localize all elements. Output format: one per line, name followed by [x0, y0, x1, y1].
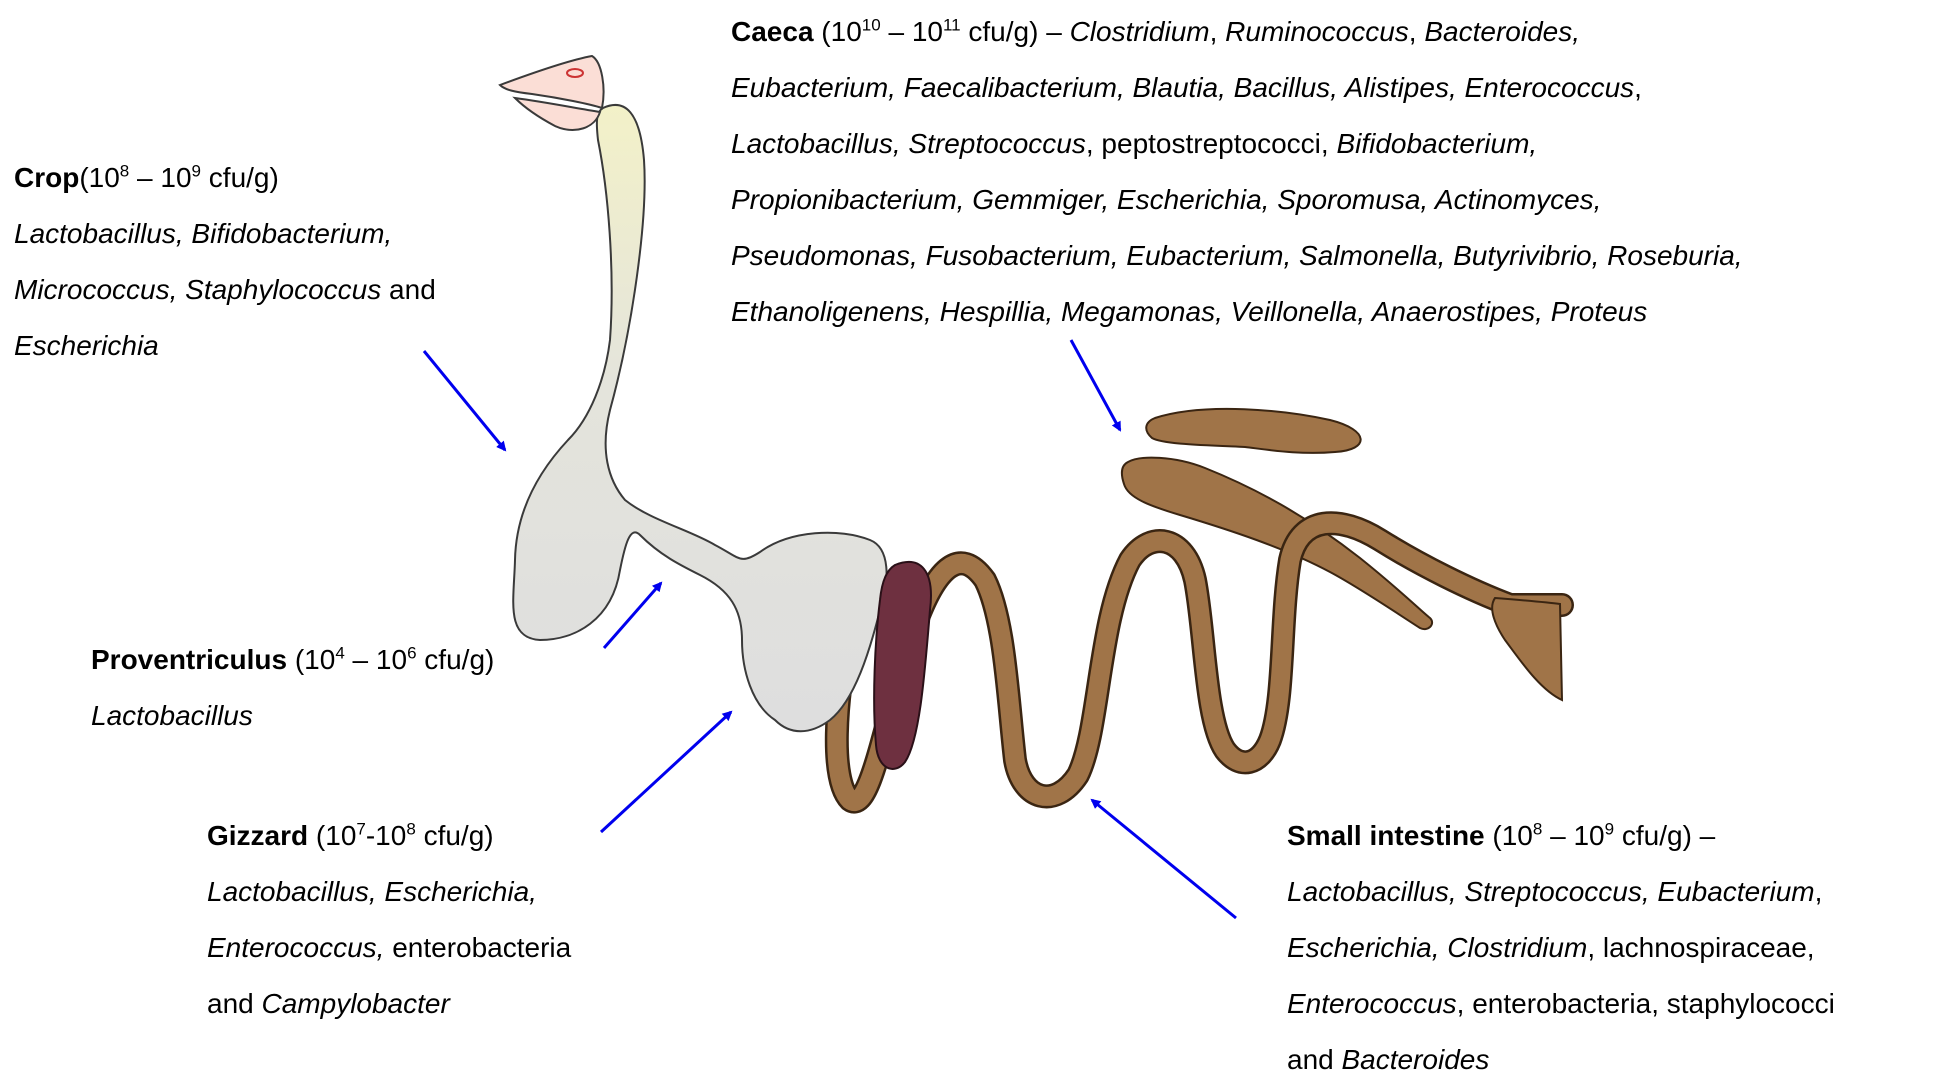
- small-intestine-name: Small intestine: [1287, 820, 1485, 851]
- crop-genera-1: Lactobacillus, Bifidobacterium,: [14, 218, 392, 249]
- small-intestine-exp-b: 9: [1605, 820, 1614, 839]
- caeca-genera-3b: , peptostreptococci,: [1086, 128, 1337, 159]
- spleen-shape: [874, 562, 931, 769]
- caeca-genera-4: Propionibacterium, Gemmiger, Escherichia…: [731, 184, 1601, 215]
- gizzard-name: Gizzard: [207, 820, 308, 851]
- crop-genera-2: Micrococcus, Staphylococcus: [14, 274, 381, 305]
- caeca-sep-2: ,: [1409, 16, 1425, 47]
- caeca-count-post: cfu/g) –: [961, 16, 1070, 47]
- caeca-genera-2: Eubacterium, Faecalibacterium, Blautia, …: [731, 72, 1634, 103]
- small-intestine-genera-4b: Bacteroides: [1342, 1044, 1490, 1075]
- crop-exp-b: 9: [192, 162, 201, 181]
- gizzard-genera-3b: Campylobacter: [262, 988, 450, 1019]
- caeca-sep-3: ,: [1634, 72, 1642, 103]
- proventriculus-name: Proventriculus: [91, 644, 287, 675]
- gizzard-exp-b: 8: [406, 820, 415, 839]
- gizzard-arrow: [601, 712, 731, 832]
- proventriculus-count-post: cfu/g): [417, 644, 495, 675]
- small-intestine-genera-2b: , lachnospiraceae,: [1587, 932, 1814, 963]
- caeca-genera-6: Ethanoligenens, Hespillia, Megamonas, Ve…: [731, 296, 1647, 327]
- gizzard-genera-2: Enterococcus,: [207, 932, 384, 963]
- small-intestine-genera-2: Escherichia, Clostridium: [1287, 932, 1587, 963]
- caeca-genus-1: Clostridium: [1070, 16, 1210, 47]
- caeca-genera-3: Lactobacillus, Streptococcus: [731, 128, 1086, 159]
- gizzard-count-post: cfu/g): [416, 820, 494, 851]
- crop-count-post: cfu/g): [201, 162, 279, 193]
- caeca-count-mid: – 10: [881, 16, 943, 47]
- gizzard-genera-2b: enterobacteria: [384, 932, 571, 963]
- caeca-name: Caeca: [731, 16, 814, 47]
- crop-count: (10: [79, 162, 119, 193]
- crop-arrow: [424, 351, 505, 450]
- caeca-genus-3: Bacteroides,: [1424, 16, 1580, 47]
- caeca-genera-5: Pseudomonas, Fusobacterium, Eubacterium,…: [731, 240, 1743, 271]
- crop-genera-2b: and: [381, 274, 436, 305]
- gizzard-exp-a: 7: [356, 820, 365, 839]
- crop-name: Crop: [14, 162, 79, 193]
- gizzard-label: Gizzard (107-108 cfu/g) Lactobacillus, E…: [207, 808, 571, 1032]
- proventriculus-exp-b: 6: [407, 644, 416, 663]
- crop-genera-3: Escherichia: [14, 330, 159, 361]
- small-intestine-arrow: [1092, 800, 1236, 918]
- caeca-arrow: [1071, 340, 1120, 430]
- small-intestine-sep-1: ,: [1815, 876, 1823, 907]
- proventriculus-count-mid: – 10: [345, 644, 407, 675]
- cloaca-shape: [1492, 598, 1562, 700]
- crop-label: Crop(108 – 109 cfu/g) Lactobacillus, Bif…: [14, 150, 436, 374]
- caeca-sep-1: ,: [1210, 16, 1226, 47]
- caeca-exp-a: 10: [862, 16, 881, 35]
- caeca-exp-b: 11: [943, 16, 961, 35]
- small-intestine-count-mid: – 10: [1542, 820, 1604, 851]
- caeca-genus-2: Ruminococcus: [1225, 16, 1409, 47]
- proventriculus-label: Proventriculus (104 – 106 cfu/g) Lactoba…: [91, 632, 494, 744]
- proventriculus-exp-a: 4: [335, 644, 344, 663]
- gizzard-count: (10: [308, 820, 356, 851]
- small-intestine-genera-1: Lactobacillus, Streptococcus, Eubacteriu…: [1287, 876, 1815, 907]
- gizzard-count-mid: -10: [366, 820, 406, 851]
- caeca-genera-3c: Bifidobacterium,: [1336, 128, 1537, 159]
- proventriculus-genera: Lactobacillus: [91, 700, 253, 731]
- gizzard-genera-1: Lactobacillus, Escherichia,: [207, 876, 537, 907]
- crop-count-mid: – 10: [129, 162, 191, 193]
- crop-exp-a: 8: [120, 162, 129, 181]
- small-intestine-genera-3: Enterococcus: [1287, 988, 1457, 1019]
- gizzard-genera-3a: and: [207, 988, 262, 1019]
- small-intestine-count-post: cfu/g) –: [1614, 820, 1715, 851]
- small-intestine-exp-a: 8: [1533, 820, 1542, 839]
- beak-shape: [500, 56, 604, 130]
- caeca-label: Caeca (1010 – 1011 cfu/g) – Clostridium,…: [731, 4, 1743, 340]
- small-intestine-label: Small intestine (108 – 109 cfu/g) – Lact…: [1287, 808, 1835, 1088]
- small-intestine-genera-3b: , enterobacteria, staphylococci: [1457, 988, 1835, 1019]
- small-intestine-genera-4a: and: [1287, 1044, 1342, 1075]
- small-intestine-count: (10: [1485, 820, 1533, 851]
- proventriculus-count: (10: [287, 644, 335, 675]
- caeca-count: (10: [814, 16, 862, 47]
